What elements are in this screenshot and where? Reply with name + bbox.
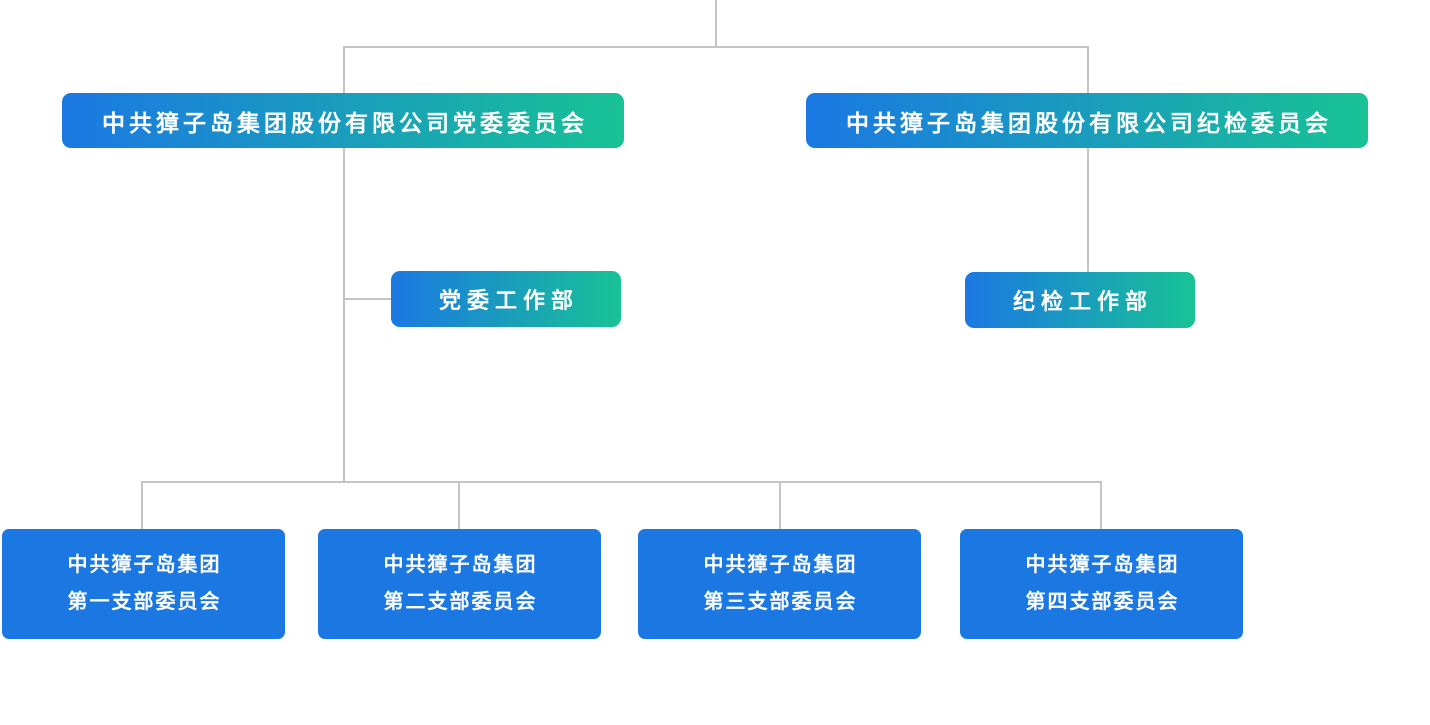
node-branch-3[interactable]: 中共獐子岛集团 第三支部委员会 — [638, 529, 921, 639]
node-discipline-work-dept-label: 纪检工作部 — [1012, 289, 1153, 314]
node-branch-2[interactable]: 中共獐子岛集团 第二支部委员会 — [318, 529, 601, 639]
node-party-committee-label: 中共獐子岛集团股份有限公司党委委员会 — [102, 109, 588, 136]
connector-top-rail — [343, 46, 1089, 93]
node-branch-2-line1: 中共獐子岛集团 — [383, 554, 538, 576]
node-branch-4-line2: 第四支部委员会 — [1025, 591, 1180, 613]
node-branch-2-line2: 第二支部委员会 — [383, 591, 538, 613]
node-discipline-committee[interactable]: 中共獐子岛集团股份有限公司纪检委员会 — [806, 93, 1368, 148]
node-discipline-committee-label: 中共獐子岛集团股份有限公司纪检委员会 — [846, 109, 1332, 136]
node-branch-1-line2: 第一支部委员会 — [67, 591, 222, 613]
node-party-work-dept[interactable]: 党委工作部 — [391, 271, 621, 327]
node-branch-4-line1: 中共獐子岛集团 — [1025, 554, 1180, 576]
node-party-work-dept-label: 党委工作部 — [438, 288, 579, 313]
node-branch-4[interactable]: 中共獐子岛集团 第四支部委员会 — [960, 529, 1243, 639]
node-branch-3-line2: 第三支部委员会 — [703, 591, 858, 613]
node-branch-1-line1: 中共獐子岛集团 — [67, 554, 222, 576]
node-branch-3-line1: 中共獐子岛集团 — [703, 554, 858, 576]
node-branch-1[interactable]: 中共獐子岛集团 第一支部委员会 — [2, 529, 285, 639]
node-discipline-work-dept[interactable]: 纪检工作部 — [965, 272, 1195, 328]
connector-bottom-rail — [141, 481, 1102, 529]
node-party-committee[interactable]: 中共獐子岛集团股份有限公司党委委员会 — [62, 93, 624, 148]
